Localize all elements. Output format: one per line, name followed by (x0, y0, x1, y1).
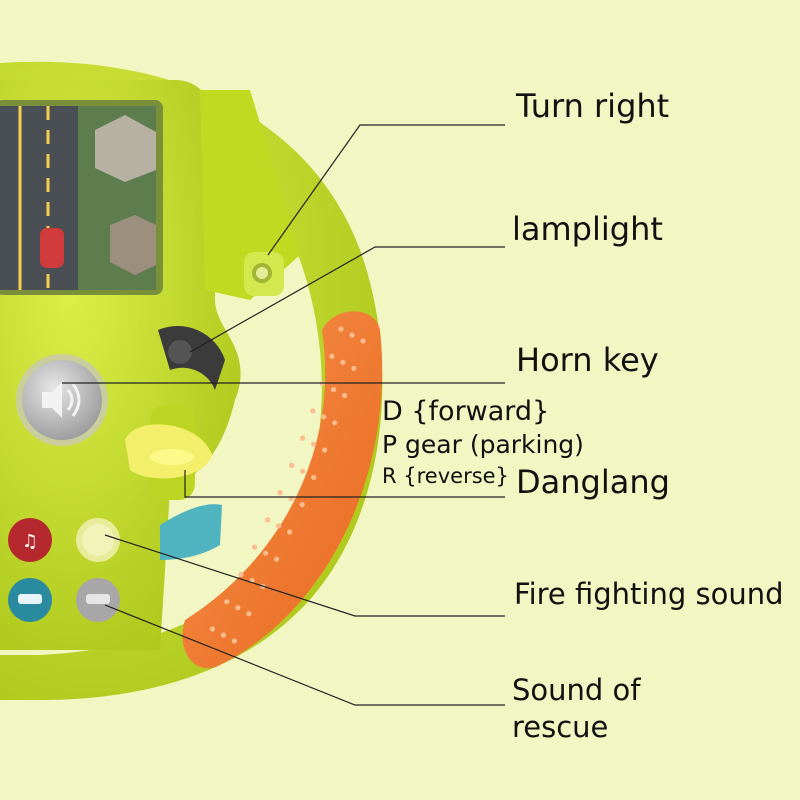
label-lamplight: lamplight (512, 210, 663, 248)
label-rescue-line2: rescue (512, 710, 609, 744)
fire-fighting-sound-button[interactable] (76, 518, 120, 562)
grip-bump (276, 523, 282, 529)
grip-bump (310, 408, 316, 414)
grip-bump (321, 414, 327, 420)
horn-button[interactable] (16, 354, 108, 446)
grip-bump (311, 441, 317, 447)
grip-bump (274, 556, 280, 562)
police-car-icon (18, 594, 42, 604)
grip-bump (231, 638, 237, 644)
ambulance-icon (86, 594, 110, 604)
label-gear-d: D {forward} (382, 396, 550, 427)
music-note-icon: ♫ (22, 531, 38, 552)
side-bumper (160, 504, 222, 560)
rescue-sound-button[interactable] (76, 578, 120, 622)
leader-fire (104, 534, 505, 617)
leader-lamplight (189, 246, 505, 353)
grip-bump (265, 517, 271, 523)
grip-bump (311, 474, 317, 480)
grip-bump (349, 332, 355, 338)
music-button[interactable]: ♫ (8, 518, 52, 562)
label-danglang: Danglang (516, 463, 670, 501)
wheel-spoke-upper (200, 90, 300, 300)
grip-bump (277, 490, 283, 496)
grip-bump (360, 338, 366, 344)
grip-bump (287, 529, 293, 535)
grip-bump (332, 420, 338, 426)
game-screen (0, 100, 163, 295)
grip-bump (322, 447, 328, 453)
grip-bump (252, 544, 258, 550)
grip-bump (224, 599, 230, 605)
grip-bump (235, 605, 241, 611)
label-gear-p: P gear (parking) (382, 430, 584, 459)
label-gear-r: R {reverse} (382, 464, 509, 488)
grip-bump (238, 571, 244, 578)
gear-lever[interactable] (125, 405, 212, 500)
label-horn-key: Horn key (516, 341, 659, 379)
label-turn-right: Turn right (516, 87, 670, 125)
grip-bump (209, 626, 215, 632)
leader-turn-right (267, 124, 505, 256)
grip-bump (300, 435, 306, 441)
label-rescue-line1: Sound of (512, 673, 641, 707)
grip-bump (300, 468, 306, 474)
grip-bump (342, 392, 348, 399)
red-car-icon (40, 228, 64, 268)
leader-danglang (184, 470, 505, 498)
grip-bump (220, 632, 226, 638)
grip-bump (338, 326, 344, 332)
label-fire-fighting-sound: Fire fighting sound (514, 577, 784, 611)
grip-bump (329, 353, 335, 359)
grip-bump (340, 359, 346, 365)
grip-bump (299, 502, 305, 508)
turn-right-switch[interactable] (244, 252, 284, 296)
grip-bump (331, 386, 337, 393)
police-button[interactable] (8, 578, 52, 622)
grip-bump (263, 550, 269, 556)
orange-grip (182, 311, 383, 669)
grip-bump (351, 365, 357, 371)
speaker-icon (42, 382, 81, 418)
grip-bump (289, 462, 295, 468)
leader-rescue (104, 604, 505, 706)
leader-lines (62, 124, 505, 706)
grip-bump (246, 611, 252, 617)
